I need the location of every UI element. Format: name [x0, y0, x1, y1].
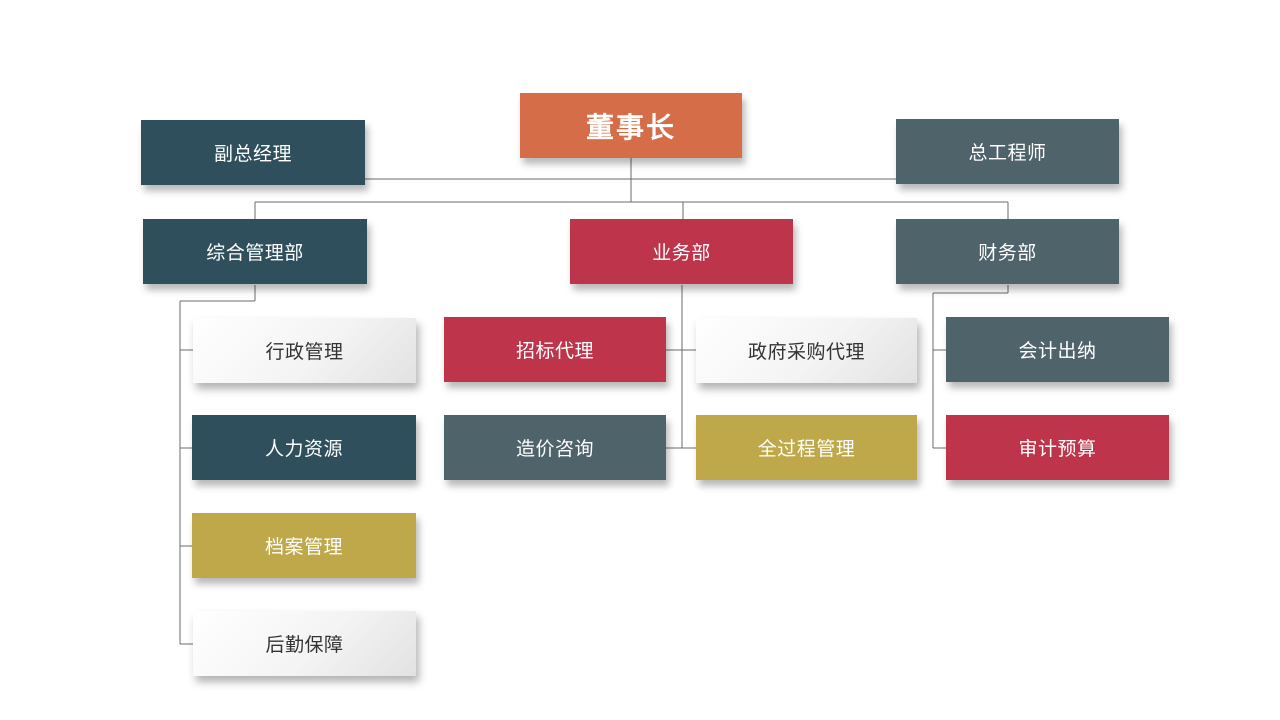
whole-process-mgmt-box: 全过程管理 — [696, 415, 917, 480]
admin-mgmt-box: 行政管理 — [193, 318, 416, 383]
cost-consulting-box: 造价咨询 — [444, 415, 666, 480]
chief-engineer-box: 总工程师 — [896, 119, 1119, 184]
business-dept-box: 业务部 — [570, 219, 793, 284]
accounting-cashier-box: 会计出纳 — [946, 317, 1169, 382]
vice-manager-box: 副总经理 — [141, 120, 365, 185]
archive-mgmt-box: 档案管理 — [192, 513, 416, 578]
logistics-box: 后勤保障 — [193, 611, 416, 676]
gov-procurement-box: 政府采购代理 — [696, 318, 917, 383]
tender-agency-box: 招标代理 — [444, 317, 666, 382]
general-mgmt-dept-box: 综合管理部 — [143, 219, 367, 284]
audit-budget-box: 审计预算 — [946, 415, 1169, 480]
finance-dept-box: 财务部 — [896, 219, 1119, 284]
chairman-box: 董事长 — [520, 93, 742, 158]
human-resources-box: 人力资源 — [192, 415, 416, 480]
